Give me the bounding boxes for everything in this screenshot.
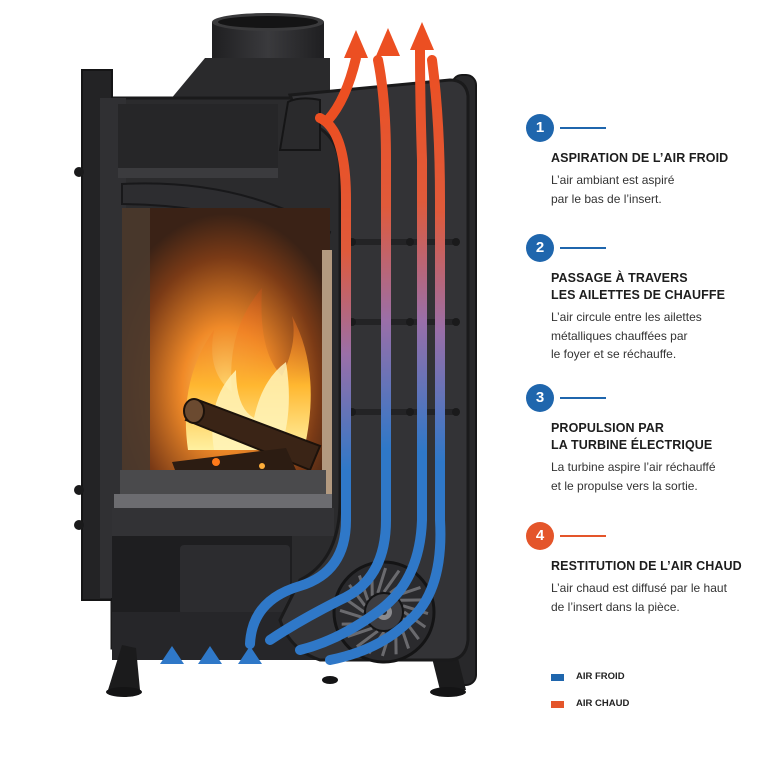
hot-air-outlet-stems [323,53,361,125]
step-number-badge: 3 [526,384,554,412]
step-divider [560,247,606,249]
turbine-blade [355,629,379,648]
step-3: 3 PROPULSION PAR LA TURBINE ÉLECTRIQUE L… [526,384,762,495]
step-divider [560,127,606,129]
cold-air-swatch [551,674,564,681]
step-title: PROPULSION PAR LA TURBINE ÉLECTRIQUE [551,421,713,452]
turbine-blade [339,608,366,620]
firebox [112,208,334,536]
cold-air-inlet-arrows [167,655,255,725]
step-divider [560,397,606,399]
step-description: L’air ambiant est aspiré par le bas de l… [551,173,675,206]
hot-air-outlet-arrows [344,22,434,58]
step-description: L’air circule entre les ailettes métalli… [551,310,702,361]
step-description: La turbine aspire l’air réchauffé et le … [551,460,716,493]
legend-label: AIR CHAUD [576,698,630,709]
legend-item-cold-air: AIR FROID [551,670,751,686]
step-title: PASSAGE À TRAVERS LES AILETTES DE CHAUFF… [551,271,726,302]
step-description: L’air chaud est diffusé par le haut de l… [551,581,727,614]
airflow-paths [245,45,446,665]
step-number-badge: 2 [526,234,554,262]
step-divider [560,535,606,537]
legend-item-hot-air: AIR CHAUD [551,697,751,713]
hot-air-swatch [551,701,564,708]
turbine-blade [376,567,388,594]
step-4: 4 RESTITUTION DE L’AIR CHAUD L’air chaud… [526,522,762,616]
step-title: ASPIRATION DE L’AIR FROID [551,151,729,165]
legend-label: AIR FROID [576,671,625,682]
step-number-badge: 1 [526,114,554,142]
lower-compartment [112,536,330,660]
step-number-badge: 4 [526,522,554,550]
turbine-blade [382,569,401,593]
cold-air-inlet-heads [160,646,262,664]
step-1: 1 ASPIRATION DE L’AIR FROID L’air ambian… [526,114,762,208]
step-2: 2 PASSAGE À TRAVERS LES AILETTES DE CHAU… [526,234,762,364]
turbine-blade [347,626,373,638]
flue-collar [170,13,330,100]
step-title: RESTITUTION DE L’AIR CHAUD [551,559,742,573]
